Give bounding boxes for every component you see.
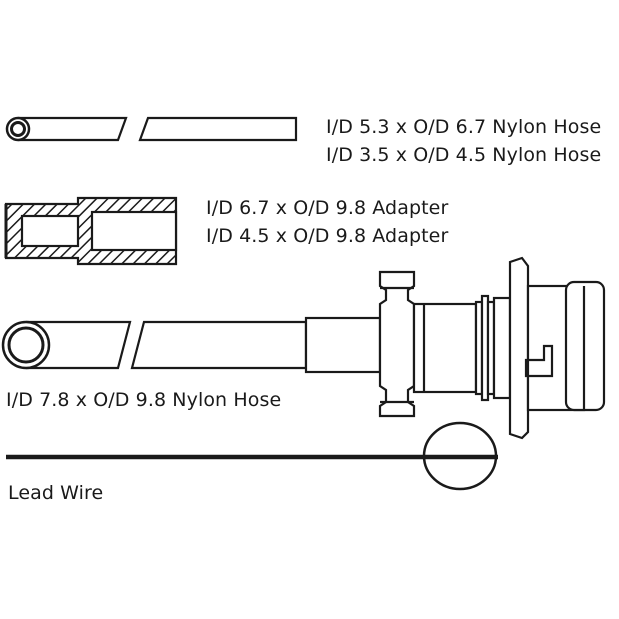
adapter-spec-2: I/D 4.5 x O/D 9.8 Adapter [206, 225, 449, 247]
adapter-spec-1: I/D 6.7 x O/D 9.8 Adapter [206, 197, 449, 219]
large-nylon-hose [1, 320, 308, 370]
lead-wire-label: Lead Wire [8, 482, 104, 504]
lead-wire [6, 421, 498, 491]
small-hose-spec-2: I/D 3.5 x O/D 4.5 Nylon Hose [326, 144, 602, 166]
large-hose-spec: I/D 7.8 x O/D 9.8 Nylon Hose [6, 389, 282, 411]
connector [304, 256, 606, 440]
small-hose-spec-1: I/D 5.3 x O/D 6.7 Nylon Hose [326, 116, 602, 138]
adapter [4, 196, 178, 266]
small-nylon-hose [5, 116, 298, 142]
